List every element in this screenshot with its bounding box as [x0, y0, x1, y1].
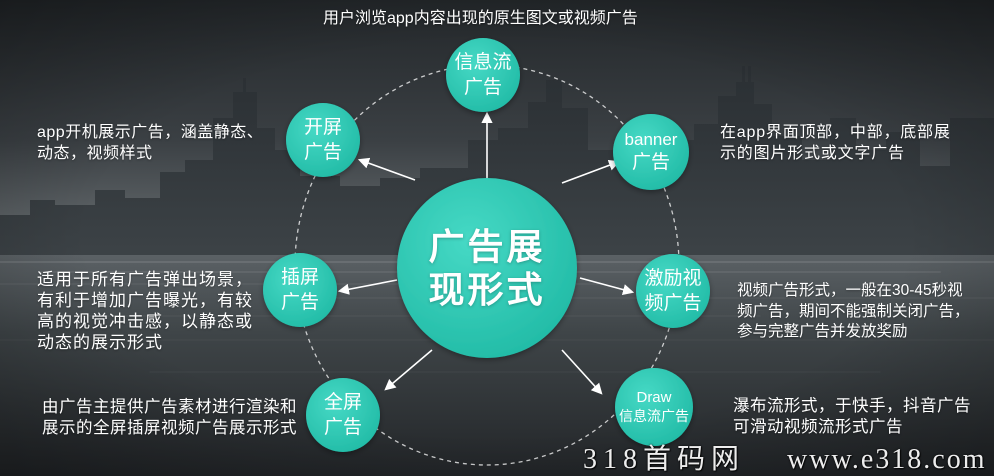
- node-label-draw-feed-ad: Draw 信息流广告: [614, 367, 694, 447]
- desc-rewarded-video-ad: 视频广告形式，一般在30-45秒视 频广告，期间不能强制关闭广告， 参与完整广告…: [737, 281, 970, 343]
- desc-line: 频广告，期间不能强制关闭广告，: [737, 302, 970, 320]
- node-label-line1: banner: [624, 130, 678, 149]
- node-circle-feed-ad: [446, 38, 520, 112]
- node-label-line1: 信息流: [454, 52, 512, 73]
- center-circle: [397, 178, 577, 358]
- watermark-url: www.e318.com: [787, 444, 987, 475]
- desc-fullscreen-ad: 由广告主提供广告素材进行渲染和 展示的全屏插屏视频广告展示形式: [42, 397, 297, 439]
- node-label-splash-ad: 开屏 广告: [283, 100, 363, 180]
- node-label-line1: 全屏: [323, 392, 362, 413]
- desc-line: app开机展示广告，涵盖静态、: [37, 124, 264, 141]
- desc-line: 在app界面顶部，中部，底部展: [720, 124, 951, 141]
- node-label-line2: 广告: [323, 417, 362, 438]
- arrow-to-fullscreen-ad: [384, 349, 433, 391]
- desc-line: 高的视觉冲击感，以静态或: [37, 312, 253, 331]
- watermark-brand: 318首码网: [583, 444, 746, 475]
- node-label-line2: 广告: [303, 142, 342, 163]
- desc-line: 示的图片形式或文字广告: [720, 145, 905, 162]
- desc-line: 参与完整广告并发放奖励: [737, 323, 908, 340]
- desc-line: 可滑动视频流形式广告: [733, 418, 903, 436]
- desc-interstitial-ad: 适用于所有广告弹出场景， 有利于增加广告曝光，有较 高的视觉冲击感，以静态或 动…: [37, 269, 253, 353]
- node-circle-banner-ad: [613, 114, 689, 190]
- arrow-to-banner-ad: [561, 159, 621, 184]
- node-label-banner-ad: banner 广告: [611, 112, 691, 192]
- node-label-feed-ad: 信息流 广告: [443, 35, 523, 115]
- node-label-line1: 插屏: [280, 267, 319, 288]
- desc-splash-ad: app开机展示广告，涵盖静态、 动态，视频样式: [37, 122, 263, 164]
- node-circle-splash-ad: [286, 103, 360, 177]
- desc-line: 有利于增加广告曝光，有较: [37, 291, 253, 310]
- desc-draw-feed-ad: 瀑布流形式，于快手，抖音广告 可滑动视频流形式广告: [733, 396, 971, 438]
- arrows: [337, 111, 635, 395]
- desc-line: 用户浏览app内容出现的原生图文或视频广告: [323, 10, 638, 27]
- node-label-line1: 激励视: [644, 268, 702, 289]
- arrow-to-interstitial-ad: [337, 279, 398, 295]
- center-title: 广告展 现形式: [397, 178, 577, 358]
- node-label-line2: 广告: [631, 152, 670, 173]
- desc-line: 由广告主提供广告素材进行渲染和: [42, 398, 297, 416]
- node-label-interstitial-ad: 插屏 广告: [260, 250, 340, 330]
- desc-line: 动态，视频样式: [37, 145, 153, 162]
- desc-line: 适用于所有广告弹出场景，: [37, 270, 253, 289]
- node-label-fullscreen-ad: 全屏 广告: [303, 375, 383, 455]
- node-label-rewarded-video-ad: 激励视 频广告: [633, 251, 713, 331]
- node-label-line1: 开屏: [303, 117, 342, 138]
- node-circle-rewarded-video-ad: [636, 254, 710, 328]
- node-circle-draw-feed-ad: [615, 368, 693, 446]
- desc-line: 视频广告形式，一般在30-45秒视: [737, 282, 963, 299]
- desc-line: 展示的全屏插屏视频广告展示形式: [42, 419, 297, 437]
- node-label-line2: 广告: [463, 77, 502, 98]
- node-circle-interstitial-ad: [263, 253, 337, 327]
- node-label-line2: 频广告: [644, 293, 702, 314]
- center-title-line1: 广告展: [428, 226, 546, 267]
- arrow-to-draw-feed-ad: [561, 349, 603, 395]
- desc-line: 瀑布流形式，于快手，抖音广告: [733, 397, 971, 415]
- desc-feed-ad: 用户浏览app内容出现的原生图文或视频广告: [323, 8, 638, 29]
- arrow-to-rewarded-video-ad: [579, 277, 635, 296]
- node-circle-fullscreen-ad: [306, 378, 380, 452]
- node-label-line2: 信息流广告: [619, 408, 689, 424]
- node-label-line1: Draw: [636, 389, 672, 406]
- center-title-line2: 现形式: [428, 269, 546, 310]
- arrow-to-splash-ad: [357, 157, 416, 181]
- desc-line: 动态的展示形式: [37, 333, 163, 352]
- desc-banner-ad: 在app界面顶部，中部，底部展 示的图片形式或文字广告: [720, 122, 951, 164]
- node-label-line2: 广告: [280, 292, 319, 313]
